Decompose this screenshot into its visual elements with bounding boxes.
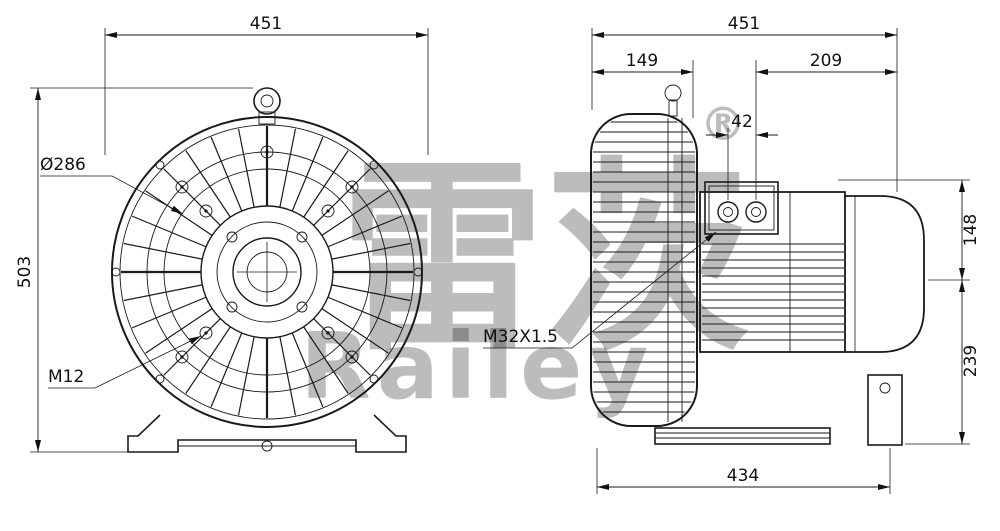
lifting-eye — [253, 87, 281, 125]
dim-front-section: 149 — [626, 51, 658, 71]
blower-housing — [590, 113, 698, 427]
dim-thread-label: M32X1.5 — [483, 327, 558, 347]
side-lifting-lug — [664, 84, 682, 117]
dim-side-width: 451 — [728, 14, 760, 34]
dim-height-top: 148 — [961, 214, 981, 246]
front-view — [111, 87, 423, 453]
rim-clips — [111, 160, 423, 384]
housing-fins — [593, 121, 695, 413]
cable-gland-left — [717, 201, 739, 223]
front-ribs — [121, 126, 413, 418]
flange-bolts — [199, 204, 335, 340]
dim-front-height: 503 — [15, 256, 35, 288]
dim-bolt-label: M12 — [48, 367, 84, 387]
cable-gland-right — [745, 201, 767, 223]
foot-bracket — [867, 374, 903, 446]
mounting-base — [127, 414, 407, 453]
terminal-box — [704, 181, 779, 235]
motor-end-cap — [845, 195, 925, 353]
shaft-boss-circle — [232, 237, 302, 307]
dim-height-bottom: 239 — [961, 345, 981, 377]
dim-gland-spacing: 42 — [731, 112, 753, 132]
dim-base-length: 434 — [727, 466, 759, 486]
dim-diameter-label: Ø286 — [40, 155, 86, 175]
registered-mark: ® — [700, 97, 746, 151]
motor-fins — [702, 243, 844, 341]
hub-ring — [216, 221, 318, 323]
dimensions: 451 503 Ø286 M12 451 149 209 42 — [15, 14, 981, 494]
dim-rear-section: 209 — [810, 51, 842, 71]
hub-bolts — [226, 231, 308, 313]
side-base — [654, 427, 831, 445]
dim-front-width: 451 — [250, 14, 282, 34]
side-view — [590, 84, 925, 446]
guard-bolts — [175, 145, 359, 364]
base-bolt — [261, 440, 273, 452]
